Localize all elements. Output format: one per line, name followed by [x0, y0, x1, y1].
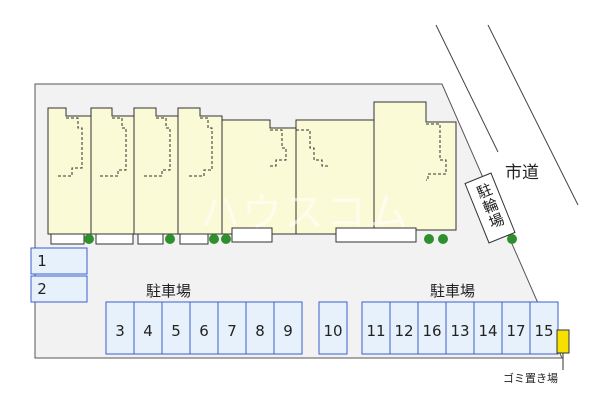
parking-slot-label: 11 [366, 322, 386, 340]
parking-slot-label: 13 [450, 322, 470, 340]
unit-dividers [90, 116, 297, 234]
trees [84, 234, 517, 244]
parking-slot-label: 4 [143, 322, 153, 340]
side-parking [30, 247, 88, 303]
parking-row-single [318, 301, 348, 355]
parking-row-right [361, 301, 559, 355]
parking-slot-label: 8 [255, 322, 265, 340]
parking-slot-label: 9 [283, 322, 293, 340]
building-left [47, 107, 223, 235]
parking-slot-label: 12 [394, 322, 414, 340]
parking-slot-label: 2 [37, 280, 47, 298]
parking-slot-label: 10 [323, 322, 343, 340]
parking-slot-label: 7 [227, 322, 237, 340]
parking-slot [133, 301, 163, 355]
parking-slot [217, 301, 247, 355]
parking-slot [161, 301, 191, 355]
parking-slot [389, 301, 419, 355]
balconies [50, 227, 417, 245]
tree [507, 234, 517, 244]
road-label: 市道 [505, 163, 539, 183]
parking-slot-label: 16 [422, 322, 442, 340]
parking-slot-label: 6 [199, 322, 209, 340]
parking-slot-label: 1 [37, 252, 47, 270]
tree [209, 234, 219, 244]
parking-slot-label: 15 [534, 322, 554, 340]
parking-label-left: 駐車場 [146, 282, 192, 300]
tree [165, 234, 175, 244]
parking-slot [529, 301, 559, 355]
parking-slot [318, 301, 348, 355]
road-edge-left [435, 24, 499, 153]
parking-slot-label: 5 [171, 322, 181, 340]
tree [438, 234, 448, 244]
parking-slot [473, 301, 503, 355]
parking-slot [501, 301, 531, 355]
garbage-area [556, 329, 570, 354]
parking-slot-label: 17 [506, 322, 526, 340]
interior-dashed-lines [56, 117, 447, 181]
tree [221, 234, 231, 244]
tree [84, 234, 94, 244]
bicycle-parking-box [464, 172, 516, 244]
garbage-label: ゴミ置き場 [503, 372, 558, 385]
parking-label-right: 駐車場 [430, 282, 476, 300]
tree [424, 234, 434, 244]
building-middle [221, 119, 375, 235]
parking-slot [273, 301, 303, 355]
watermark: ハウスコム [200, 190, 410, 236]
parking-slot [361, 301, 391, 355]
parking-slot [245, 301, 275, 355]
road-edge-right [487, 24, 579, 206]
parking-row-left [105, 301, 303, 355]
parking-slot-label: 3 [115, 322, 125, 340]
parking-slot [189, 301, 219, 355]
parking-slot-label: 14 [478, 322, 498, 340]
